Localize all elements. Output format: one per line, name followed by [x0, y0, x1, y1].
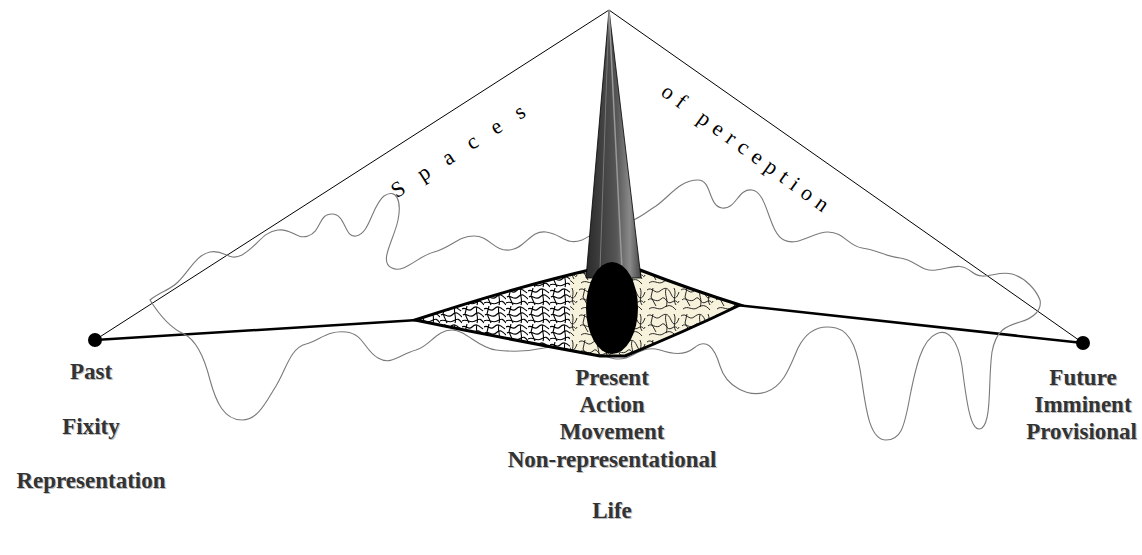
time-label: Representation — [16, 468, 165, 493]
time-label: Life — [592, 498, 632, 523]
time-label: Present — [575, 365, 649, 390]
present-web-outline — [415, 268, 740, 356]
time-label: Imminent — [1034, 392, 1131, 417]
perception-cone — [586, 10, 641, 278]
present-web — [410, 260, 750, 360]
time-label: Past — [70, 359, 112, 384]
past-dot — [88, 333, 102, 347]
arc-label: Spaces — [387, 90, 545, 202]
cone-stripe — [609, 10, 622, 270]
time-label: Provisional — [1026, 419, 1137, 444]
future-dot — [1076, 336, 1090, 350]
arc-label: of perception — [657, 80, 838, 220]
timeline — [95, 320, 418, 340]
time-label: Future — [1049, 365, 1116, 390]
present-ellipse — [586, 262, 638, 354]
time-label: Movement — [560, 419, 665, 444]
time-label: Action — [579, 392, 644, 417]
time-label: Fixity — [62, 414, 120, 439]
cone-stripe — [600, 10, 609, 270]
time-label: Non-representational — [508, 447, 717, 472]
timeline — [736, 305, 1083, 343]
